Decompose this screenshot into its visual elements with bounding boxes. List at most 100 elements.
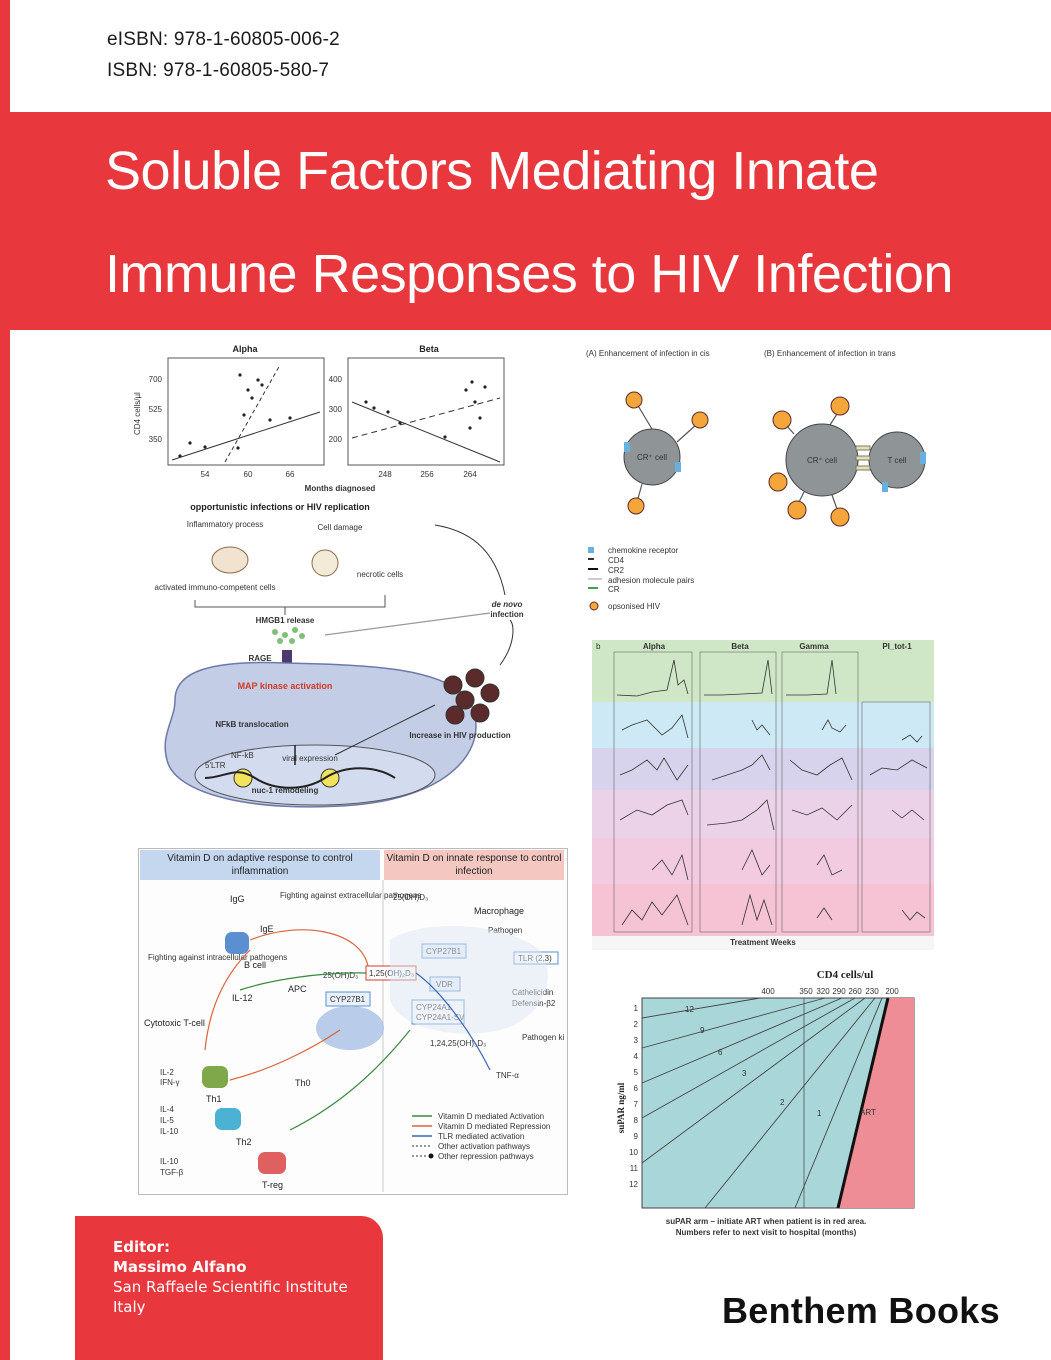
y-tick: 3 (634, 1036, 639, 1045)
cis-trans-diagram: (A) Enhancement of infection in cis (B) … (586, 349, 926, 594)
legend-item: CR2 (608, 566, 625, 575)
t-cell-label: T cell (888, 456, 907, 465)
inflammatory-label: Inflammatory process (187, 520, 263, 529)
alpha-plot-frame (167, 357, 325, 466)
beta-ytick: 200 (329, 435, 343, 444)
supar-art-zone (838, 998, 914, 1208)
zone-label: 2 (780, 1098, 785, 1107)
vd-legend-item: Vitamin D mediated Activation (438, 1112, 544, 1121)
top-tick: 200 (885, 987, 899, 996)
y-tick: 7 (634, 1100, 639, 1109)
alpha-ytick: 700 (149, 375, 163, 384)
timeseries-figure: b Alpha Beta Gamma PI_tot-1 Treatment We… (592, 640, 934, 950)
b-cell-shape (225, 932, 249, 954)
top-tick: 260 (848, 987, 862, 996)
trans-label: (B) Enhancement of infection in trans (764, 349, 896, 358)
vd-label-intracellular: Fighting against intracellular pathogens (148, 953, 287, 962)
vd-label-pathogen: Pathogen (488, 926, 522, 935)
col-beta: Beta (731, 642, 749, 651)
timeseries-bands (592, 640, 934, 936)
vd-label-124: 1,24,25(OH)₃D₃ (430, 1039, 486, 1048)
supar-figure: CD4 cells/ul 400 350 320 290 260 230 200… (616, 969, 915, 1237)
legend-item: chemokine receptor (608, 546, 679, 555)
alpha-ytick: 525 (149, 405, 163, 414)
y-tick: 10 (629, 1148, 638, 1157)
title-banner (0, 112, 1051, 330)
supar-boundary (836, 997, 890, 1209)
hmgb1-label: HMGB1 release (256, 616, 315, 625)
vd-label-25ohd3-a: 25(OH)D₃ (323, 971, 358, 980)
eisbn-text: eISBN: 978-1-60805-006-2 (107, 29, 340, 50)
col-gamma: Gamma (799, 642, 829, 651)
hiv-virions-cluster (443, 668, 500, 725)
alpha-ytick: 350 (149, 435, 163, 444)
vd-legend: Vitamin D mediated Activation Vitamin D … (412, 1112, 550, 1161)
pathway-diagram: opportunistic infections or HIV replicat… (155, 502, 524, 808)
cis-label: (A) Enhancement of infection in cis (586, 349, 710, 358)
necrotic-cell-shape (311, 549, 339, 577)
vd-label-il10: IL-10 (160, 1127, 179, 1136)
beta-ytick: 300 (329, 405, 343, 414)
isbn-text: ISBN: 978-1-60805-580-7 (107, 60, 330, 81)
legend-item: CD4 (608, 556, 625, 565)
vd-label-ifng: IFN-γ (160, 1078, 180, 1087)
y-tick: 9 (634, 1132, 639, 1141)
cr-cell-a-label: CR⁺ cell (637, 453, 667, 462)
vd-label-igg: IgG (230, 894, 245, 904)
macrophage-shape (390, 926, 548, 1034)
vd-label-cyp27b1: CYP27B1 (330, 995, 366, 1004)
top-tick: 350 (799, 987, 813, 996)
beta-xtick: 264 (463, 470, 477, 479)
editor-name: Massimo Alfano (113, 1258, 247, 1276)
alpha-title: Alpha (232, 344, 258, 354)
title-line-1: Soluble Factors Mediating Innate (105, 141, 879, 201)
timeseries-xlabel: Treatment Weeks (730, 938, 796, 947)
legend-extra: opsonised HIV (589, 601, 661, 611)
vitd-adaptive-header: Vitamin D on adaptive response to contro… (140, 850, 380, 880)
vd-label-tnfa: TNF-α (496, 1071, 519, 1080)
col-pi: PI_tot-1 (882, 642, 912, 651)
publisher-name: Benthem Books (722, 1290, 1000, 1331)
top-tick: 320 (816, 987, 830, 996)
vd-label-il5: IL-5 (160, 1116, 174, 1125)
vd-label-th1: Th1 (206, 1094, 222, 1104)
ltr-label: 5'LTR (205, 761, 226, 770)
vd-legend-item: Other repression pathways (438, 1152, 534, 1161)
nuc-label: nuc-1 remodeling (252, 786, 319, 795)
vd-label-il2: IL-2 (160, 1068, 174, 1077)
y-tick: 5 (634, 1068, 639, 1077)
x-axis-label: Months diagnosed (305, 484, 376, 493)
vd-label-pathogen-killing: Pathogen killing (522, 1033, 564, 1042)
th2-shape (215, 1108, 241, 1130)
nfkb-label: NFkB translocation (215, 720, 288, 729)
editor-country: Italy (113, 1298, 146, 1316)
alpha-xtick: 54 (201, 470, 210, 479)
cell-damage-label: Cell damage (318, 523, 363, 532)
vd-label-25ohd3-b: 25(OH)D₃ (393, 893, 428, 902)
cr-cell-b-label: CR⁺ cell (807, 456, 837, 465)
activated-cell-shape (211, 546, 249, 574)
vd-legend-item: Vitamin D mediated Repression (438, 1122, 550, 1131)
zone-label: 1 (817, 1109, 822, 1118)
vd-label-cytotoxic: Cytotoxic T-cell (144, 1018, 205, 1028)
vd-label-il10b: IL-10 (160, 1157, 179, 1166)
beta-xtick: 256 (420, 470, 434, 479)
vd-label-treg: T-reg (262, 1180, 283, 1190)
supar-caption-1: suPAR arm – initiate ART when patient is… (666, 1217, 867, 1226)
de-novo-label: de novo (492, 600, 523, 609)
editor-institute: San Raffaele Scientific Institute (113, 1278, 348, 1296)
left-accent-bar (0, 0, 10, 1360)
zone-label: 9 (700, 1026, 705, 1035)
treg-shape (258, 1152, 286, 1174)
vd-label-apc: APC (288, 984, 307, 994)
beta-title: Beta (419, 344, 440, 354)
supar-ylabel: suPAR ng/ml (616, 1082, 626, 1133)
vd-legend-item: Other activation pathways (438, 1142, 530, 1151)
vd-label-th0: Th0 (295, 1078, 311, 1088)
top-tick: 400 (761, 987, 775, 996)
beta-xtick: 248 (378, 470, 392, 479)
nucleus (194, 744, 436, 806)
beta-ytick: 400 (329, 375, 343, 384)
vitamin-d-network: IgG Fighting against extracellular patho… (144, 880, 564, 1192)
nfkb-short-label: NF-kB (231, 751, 254, 760)
